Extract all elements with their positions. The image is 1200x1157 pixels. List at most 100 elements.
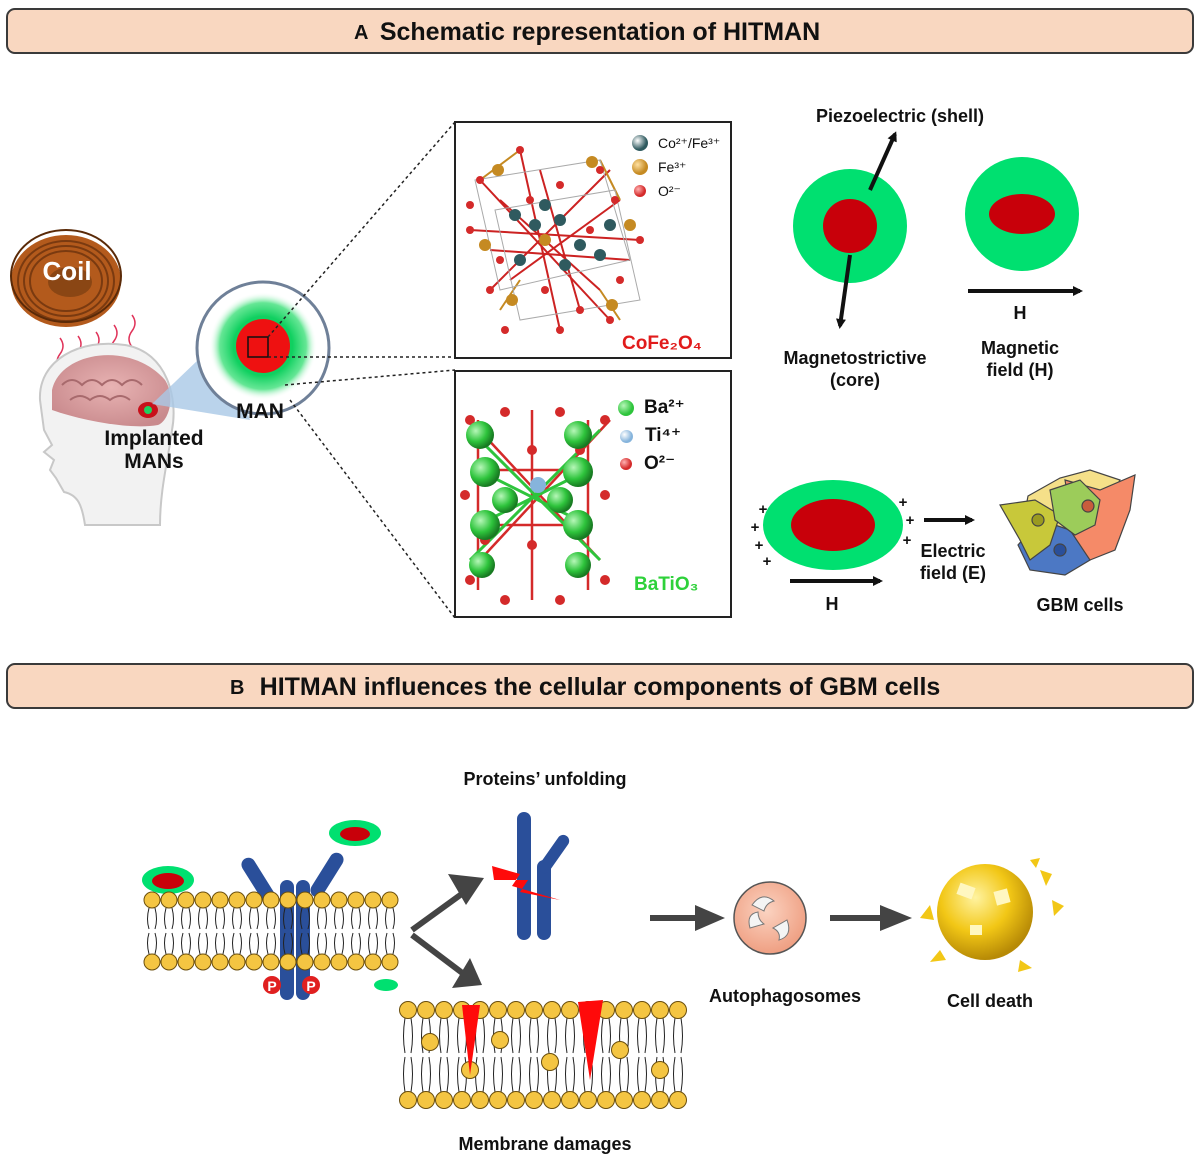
lipid-head — [597, 1091, 615, 1109]
lipid-tail — [637, 1017, 647, 1093]
lipid-tail — [181, 907, 191, 955]
lipid-head — [211, 891, 229, 909]
lipid-head — [615, 1001, 633, 1019]
cofe-lattice — [466, 146, 644, 334]
lipid-head — [245, 891, 263, 909]
lipid-head — [296, 891, 314, 909]
lipid-tail — [439, 1017, 449, 1093]
batio-formula: BaTiO₃ — [634, 574, 699, 595]
lipid-head — [453, 1091, 471, 1109]
lipid-tail — [493, 1017, 503, 1093]
displaced-lipid-head — [421, 1033, 439, 1051]
plus-sign: + — [758, 501, 768, 518]
lipid-head — [279, 891, 297, 909]
arrow-to-membrane — [410, 932, 467, 978]
lipid-head — [228, 891, 246, 909]
lipid-tail — [198, 907, 208, 955]
legend-o-2: O²⁻ — [644, 453, 676, 474]
lipid-head — [313, 891, 331, 909]
cofe-legend: Co²⁺/Fe³⁺ Fe³⁺ O²⁻ — [632, 131, 720, 203]
lipid-tail — [147, 907, 157, 955]
h-label: H — [1013, 303, 1027, 323]
panel-b-letter: B — [230, 677, 245, 699]
lipid-head — [330, 891, 348, 909]
lipid-tail — [529, 1017, 539, 1093]
polarization-arrow — [868, 131, 897, 191]
legend-co-fe: Co²⁺/Fe³⁺ — [658, 135, 721, 151]
plus-sign: + — [762, 553, 772, 570]
lipid-tail — [511, 1017, 521, 1093]
implanted-label-2: MANs — [124, 450, 184, 473]
lipid-head — [651, 1091, 669, 1109]
cell-membrane — [143, 891, 399, 971]
lipid-head — [347, 891, 365, 909]
plus-sign: + — [750, 519, 760, 536]
piezo-label: Piezoelectric (shell) — [815, 106, 985, 126]
lipid-head — [507, 1001, 525, 1019]
batio-crystal-box: Ba²⁺ Ti⁴⁺ O²⁻ BaTiO₃ — [454, 370, 732, 618]
lipid-head — [525, 1001, 543, 1019]
lipid-head — [399, 1091, 417, 1109]
lipid-head — [417, 1001, 435, 1019]
unfolded-protein — [517, 812, 570, 940]
displaced-lipid-head — [651, 1061, 669, 1079]
lipid-head — [561, 1091, 579, 1109]
magneto-label-2: (core) — [829, 370, 880, 390]
lipid-tail — [421, 1017, 431, 1093]
man-magnetized — [965, 157, 1079, 271]
lipid-head — [543, 1001, 561, 1019]
lipid-tail — [249, 907, 259, 955]
lipid-tail — [283, 907, 293, 955]
lipid-head — [211, 953, 229, 971]
phospho-sites — [263, 976, 320, 994]
lipid-head — [245, 953, 263, 971]
lipid-head — [417, 1091, 435, 1109]
lipid-head — [489, 1001, 507, 1019]
ti-ion-icon — [620, 429, 633, 443]
electric-label-2: field (E) — [920, 563, 986, 583]
proteins-label: Proteins’ unfolding — [463, 769, 627, 789]
lipid-head — [279, 953, 297, 971]
legend-o: O²⁻ — [658, 183, 681, 199]
lipid-tail — [232, 907, 242, 955]
lipid-tail — [351, 907, 361, 955]
h-label-2: H — [825, 594, 839, 614]
lipid-tail — [673, 1017, 683, 1093]
lipid-head — [330, 953, 348, 971]
strain-arrow — [836, 254, 852, 329]
gbm-cells-icon — [999, 469, 1136, 576]
cofe-crystal-box: Co²⁺/Fe³⁺ Fe³⁺ O²⁻ CoFe₂O₄ — [454, 121, 732, 359]
panel-a-letter: A — [354, 22, 369, 44]
mag-field-label-1: Magnetic — [980, 338, 1059, 358]
plus-sign: + — [754, 537, 764, 554]
floating-man — [142, 820, 398, 991]
lipid-tail — [368, 907, 378, 955]
lipid-head — [669, 1001, 687, 1019]
lipid-tail — [547, 1017, 557, 1093]
man-label: MAN — [236, 400, 284, 423]
lipid-tail — [601, 1017, 611, 1093]
lipid-head — [471, 1091, 489, 1109]
zoom-lines — [267, 121, 456, 619]
lipid-head — [561, 1001, 579, 1019]
o-ion-icon-2 — [620, 458, 632, 470]
lipid-head — [399, 1001, 417, 1019]
lipid-tail — [403, 1017, 413, 1093]
o-ion-icon — [634, 185, 646, 197]
lipid-head — [615, 1091, 633, 1109]
lipid-head — [313, 953, 331, 971]
lipid-head — [364, 891, 382, 909]
phospho-label: P — [267, 978, 277, 994]
cofe-formula: CoFe₂O₄ — [622, 333, 702, 354]
legend-ba: Ba²⁺ — [644, 397, 685, 418]
lipid-tail — [334, 907, 344, 955]
gbm-label: GBM cells — [1036, 595, 1124, 615]
membrane-label: Membrane damages — [458, 1134, 632, 1154]
displaced-lipid-head — [541, 1053, 559, 1071]
lipid-head — [381, 953, 399, 971]
lipid-head — [143, 891, 161, 909]
plus-sign: + — [905, 512, 915, 529]
receptor-protein — [241, 852, 344, 1000]
panel-a-banner: A Schematic representation of HITMAN — [6, 8, 1194, 54]
lipid-head — [633, 1091, 651, 1109]
